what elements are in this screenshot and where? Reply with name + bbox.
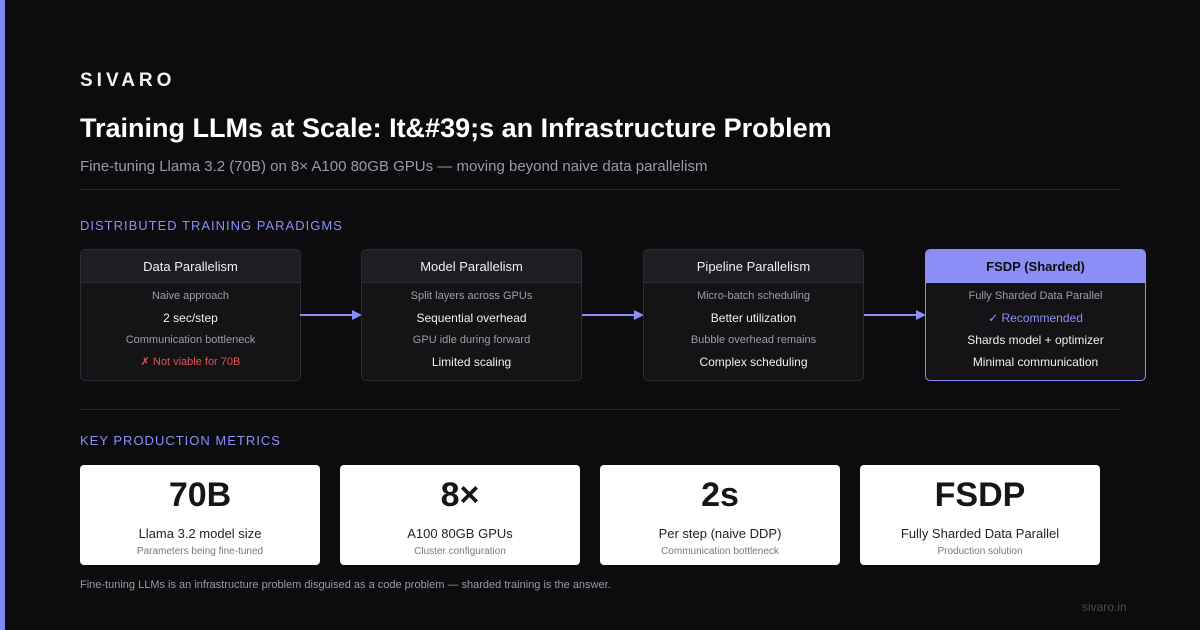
paradigm-line: Minimal communication	[972, 355, 1099, 369]
paradigm-line: Micro-batch scheduling	[696, 290, 811, 302]
metric-label: Fully Sharded Data Parallel	[900, 526, 1060, 541]
page-subtitle: Fine-tuning Llama 3.2 (70B) on 8× A100 8…	[80, 158, 708, 175]
metric-card-step-time: 2s Per step (naive DDP) Communication bo…	[600, 465, 840, 565]
site-domain: sivaro.in	[1082, 600, 1127, 614]
metric-caption: Production solution	[937, 546, 1023, 557]
divider-middle	[80, 409, 1120, 410]
brand-logo: SIVARO	[80, 70, 176, 91]
paradigm-card-data-parallelism: Data Parallelism Naive approach 2 sec/st…	[80, 249, 301, 381]
paradigm-card-title: FSDP (Sharded)	[926, 250, 1145, 283]
paradigm-line: Better utilization	[710, 311, 797, 325]
section-label-paradigms: DISTRIBUTED TRAINING PARADIGMS	[80, 218, 343, 233]
paradigm-line: 2 sec/step	[163, 311, 218, 325]
paradigm-card-title: Data Parallelism	[81, 250, 300, 283]
accent-bar	[0, 0, 5, 630]
paradigm-line: Complex scheduling	[699, 355, 808, 369]
metric-label: Llama 3.2 model size	[138, 526, 262, 541]
paradigm-line: Limited scaling	[431, 355, 512, 369]
paradigm-line: Naive approach	[151, 290, 230, 302]
metric-value: 70B	[168, 476, 232, 514]
paradigm-line: GPU idle during forward	[412, 334, 531, 346]
arrow-right-icon	[864, 310, 926, 320]
paradigm-line: Split layers across GPUs	[410, 290, 533, 302]
paradigm-card-pipeline-parallelism: Pipeline Parallelism Micro-batch schedul…	[643, 249, 864, 381]
paradigm-line: Communication bottleneck	[125, 334, 256, 346]
paradigm-line: Bubble overhead remains	[690, 334, 817, 346]
metric-caption: Communication bottleneck	[661, 546, 779, 557]
footnote: Fine-tuning LLMs is an infrastructure pr…	[80, 579, 611, 591]
paradigm-line: Sequential overhead	[416, 311, 527, 325]
paradigm-line: Fully Sharded Data Parallel	[968, 290, 1103, 302]
paradigm-verdict: ✓ Recommended	[988, 311, 1083, 325]
arrow-right-icon	[582, 310, 644, 320]
metric-value: FSDP	[934, 476, 1026, 514]
metric-caption: Parameters being fine-tuned	[136, 546, 264, 557]
paradigm-card-model-parallelism: Model Parallelism Split layers across GP…	[361, 249, 582, 381]
divider-top	[80, 189, 1120, 190]
metric-card-solution: FSDP Fully Sharded Data Parallel Product…	[860, 465, 1100, 565]
metric-card-gpus: 8× A100 80GB GPUs Cluster configuration	[340, 465, 580, 565]
paradigm-line: Shards model + optimizer	[967, 333, 1104, 347]
metric-label: A100 80GB GPUs	[407, 526, 513, 541]
paradigm-card-title: Pipeline Parallelism	[644, 250, 863, 283]
paradigm-card-title: Model Parallelism	[362, 250, 581, 283]
metric-caption: Cluster configuration	[414, 546, 506, 557]
metric-card-model-size: 70B Llama 3.2 model size Parameters bein…	[80, 465, 320, 565]
section-label-metrics: KEY PRODUCTION METRICS	[80, 433, 281, 448]
paradigm-card-fsdp: FSDP (Sharded) Fully Sharded Data Parall…	[925, 249, 1146, 381]
metric-label: Per step (naive DDP)	[658, 526, 782, 541]
paradigm-verdict: ✗ Not viable for 70B	[140, 356, 241, 368]
page-title: Training LLMs at Scale: It&#39;s an Infr…	[80, 113, 832, 143]
metric-value: 2s	[701, 476, 739, 514]
metric-value: 8×	[440, 476, 480, 514]
arrow-right-icon	[300, 310, 362, 320]
